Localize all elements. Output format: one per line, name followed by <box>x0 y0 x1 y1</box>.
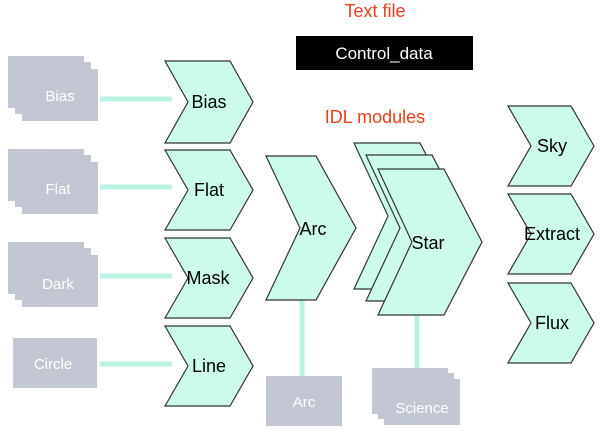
science-frame-label: Science <box>395 400 448 417</box>
frame-plate <box>21 254 99 308</box>
circle-frame-label: Circle <box>34 356 72 373</box>
module-arc: Arc <box>265 155 357 301</box>
circle-frame: Circle <box>12 337 98 389</box>
arc-frame-label: Arc <box>293 394 316 411</box>
frame-plate <box>21 68 99 122</box>
module-star-label: Star <box>411 233 444 253</box>
module-flat-label: Flat <box>194 180 224 200</box>
module-bias: Bias <box>163 60 254 144</box>
module-sky-label: Sky <box>537 136 567 156</box>
bias-frame-label: Bias <box>45 88 74 105</box>
heading-idl-modules: IDL modules <box>325 107 425 127</box>
module-mask-label: Mask <box>186 268 230 288</box>
module-extract: Extract <box>506 193 595 275</box>
module-flux: Flux <box>506 282 595 364</box>
bias-frame-stack: Bias <box>7 55 99 122</box>
module-sky: Sky <box>506 105 595 187</box>
module-mask: Mask <box>163 237 254 319</box>
frame-plate <box>21 161 99 215</box>
module-line-label: Line <box>192 356 226 376</box>
dark-frame-label: Dark <box>42 276 74 293</box>
control-data-box <box>296 36 473 70</box>
module-line: Line <box>163 325 254 407</box>
dark-frame-stack: Dark <box>7 241 99 308</box>
module-arc-label: Arc <box>300 219 327 239</box>
flat-frame-stack: Flat <box>7 148 99 215</box>
frame-plate <box>265 375 343 427</box>
module-flux-label: Flux <box>535 313 569 333</box>
star-layer-front <box>377 168 483 316</box>
arc-frame: Arc <box>265 375 343 427</box>
frame-plate <box>12 337 98 389</box>
flat-frame-label: Flat <box>45 181 71 198</box>
module-extract-label: Extract <box>524 224 580 244</box>
heading-text-file: Text file <box>344 1 405 21</box>
module-flat: Flat <box>163 149 254 231</box>
module-bias-label: Bias <box>191 92 226 112</box>
science-frame-stack: Science <box>371 367 461 426</box>
control-data-label: Control_data <box>335 44 433 63</box>
module-star-stack: Star <box>353 142 483 316</box>
frame-plate <box>383 378 461 426</box>
